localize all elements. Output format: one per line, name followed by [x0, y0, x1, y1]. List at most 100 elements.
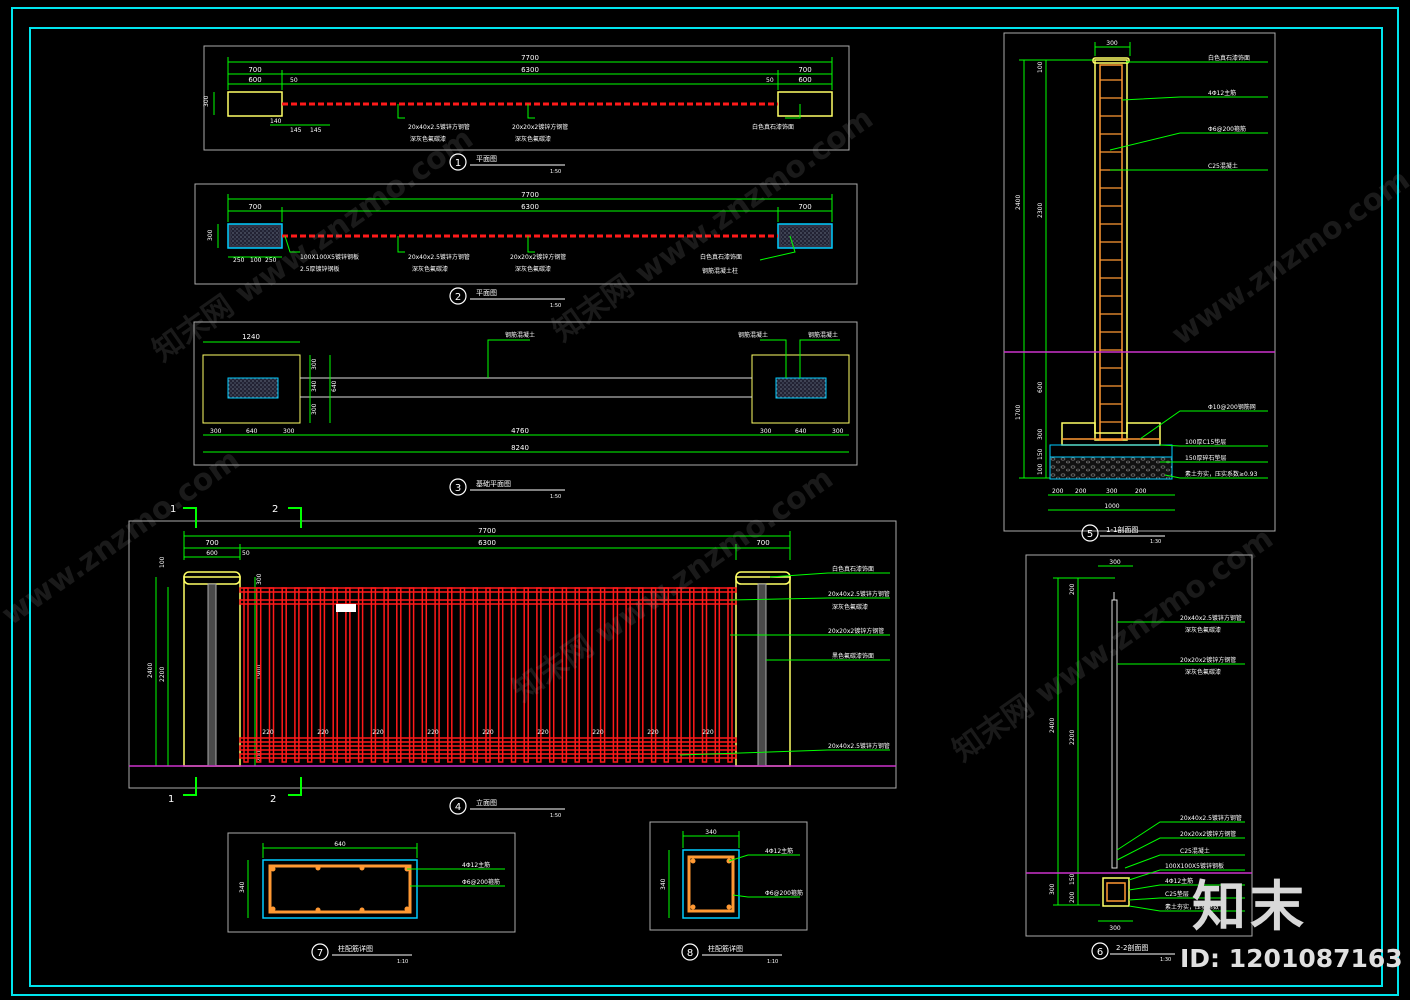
v3-note-0: 钢筋混凝土 [505, 331, 535, 339]
v5-dim-base3: 200 [1135, 488, 1147, 495]
view-3-number-circle [449, 478, 467, 496]
fence-picket [599, 587, 606, 763]
v8-section-outline [682, 849, 740, 919]
v4-spacing-label: 220 [372, 729, 384, 736]
v3-dim-s1: 640 [246, 428, 258, 435]
v7-stirrup [268, 864, 412, 914]
v4-section-mark-2-bottom: 2 [270, 794, 276, 805]
view-2-number-circle [449, 287, 467, 305]
v1-dim-span: 6300 [521, 66, 539, 74]
view-8-rebar-detail: 340 340 4Φ12主筋 Φ6@200箍筋 [649, 821, 808, 931]
view-8-border [649, 821, 808, 931]
view-3-scale: 1:50 [550, 494, 561, 500]
view-7-border [227, 832, 516, 933]
v4-note-3: 20x20x2镀锌方钢管 [828, 627, 884, 635]
v1-note-1: 深灰色氟碳漆 [410, 135, 446, 143]
view-2-label: 平面图 [476, 289, 497, 297]
v2-note-7: 钢筋混凝土柱 [702, 267, 738, 275]
fence-picket [663, 587, 670, 763]
v2-dim-post-right: 700 [798, 203, 811, 211]
fence-picket [383, 587, 389, 763]
fence-picket [561, 587, 568, 763]
view-2-scale: 1:50 [550, 303, 561, 309]
fence-picket [268, 587, 275, 763]
v2-note-5: 深灰色氟碳漆 [515, 265, 551, 273]
view-1-number-circle [449, 153, 467, 171]
v3-dim-top: 1240 [242, 333, 260, 341]
fence-picket [459, 587, 466, 763]
v6-note-4: 20x40x2.5镀锌方钢管 [1180, 814, 1242, 822]
view-6-section-2-2: 300 2400 200 2200 300 150 200 300 20x40x… [1025, 554, 1253, 937]
v7-note-1: Φ6@200箍筋 [462, 878, 500, 886]
id-label: ID: 1201087163 [1180, 944, 1403, 973]
view-3-border [193, 321, 858, 466]
view-6-label: 2-2剖面图 [1116, 943, 1148, 952]
v5-dim-b2: 150 [1037, 448, 1044, 460]
v5-dim-total: 2400 [1015, 195, 1022, 210]
fence-picket [625, 587, 631, 763]
view-1-number: 1 [455, 158, 461, 169]
view-6-scale: 1:30 [1160, 957, 1171, 963]
v2-note-3: 深灰色氟碳漆 [412, 265, 448, 273]
sheet-inner-frame [29, 27, 1383, 987]
view-2-title: 2 平面图 1:50 [449, 287, 565, 309]
fence-picket [447, 587, 453, 763]
v5-dim-base-total: 1000 [1104, 503, 1119, 510]
view-1-title: 1 平面图 1:50 [449, 153, 565, 175]
v4-dim-post-left: 700 [205, 539, 218, 547]
v7-dim-width: 640 [334, 841, 346, 848]
v3-note-2: 钢筋混凝土 [808, 331, 838, 339]
fence-picket [497, 587, 504, 763]
view-4-label: 立面图 [476, 798, 497, 807]
v5-dim-base2: 300 [1106, 488, 1118, 495]
view-4-border [128, 520, 897, 789]
fence-picket [714, 587, 721, 763]
view-7-rebar-detail: 640 340 4Φ12主筋 Φ6@200箍筋 [227, 832, 516, 933]
fence-picket [523, 587, 529, 763]
fence-picket [243, 587, 249, 763]
v4-note-5: 20x40x2.5镀锌方钢管 [828, 742, 890, 750]
v3-dim-s0: 300 [210, 428, 222, 435]
v6-dim-v3: 150 [1069, 873, 1076, 885]
fence-rail [239, 737, 737, 743]
v3-dim-v0: 300 [311, 358, 318, 370]
v6-dim-total: 2400 [1049, 718, 1056, 733]
v5-dim-b1: 300 [1037, 428, 1044, 440]
v1-dim-b2: 145 [310, 127, 322, 134]
view-4-scale: 1:50 [550, 813, 561, 819]
view-5-number-circle [1081, 524, 1099, 542]
view-6-border [1025, 554, 1253, 937]
v1-dim-b0: 140 [270, 118, 282, 125]
v2-dim-b1: 100 [250, 257, 262, 264]
sheet-outer-frame [11, 7, 1399, 996]
v7-note-0: 4Φ12主筋 [462, 861, 490, 869]
v4-post-right-core [757, 583, 767, 767]
view-7-number-circle [311, 943, 329, 961]
v4-spacing-label: 220 [482, 729, 494, 736]
v1-note-3: 深灰色氟碳漆 [515, 135, 551, 143]
v7-section-outline [262, 859, 418, 919]
v5-note-2: Φ6@200箍筋 [1208, 125, 1246, 133]
view-5-label: 1-1剖面图 [1106, 525, 1138, 534]
v1-dim-inner-left: 600 [248, 76, 261, 84]
v5-stirrups [1100, 79, 1122, 423]
fence-rail [239, 599, 737, 605]
fence-picket [421, 587, 428, 763]
view-4-elevation: 1 1 2 2 7700 6300 700 700 600 50 2400 22… [128, 504, 897, 805]
fence-picket [676, 587, 682, 763]
view-6-number-circle [1091, 942, 1109, 960]
v4-note-1: 20x40x2.5镀锌方钢管 [828, 590, 890, 598]
v5-dim-base1: 200 [1075, 488, 1087, 495]
v6-note-6: C25混凝土 [1180, 847, 1210, 855]
view-4-title: 4 立面图 1:50 [449, 797, 565, 819]
fence-picket [408, 587, 415, 763]
v3-dim-s5: 300 [832, 428, 844, 435]
view-8-scale: 1:10 [767, 959, 778, 965]
v8-note-1: Φ6@200箍筋 [765, 889, 803, 897]
fence-picket [434, 587, 440, 763]
v7-dim-height: 340 [239, 881, 246, 893]
fence-rail [239, 745, 737, 751]
v5-dim-b3: 100 [1037, 463, 1044, 475]
